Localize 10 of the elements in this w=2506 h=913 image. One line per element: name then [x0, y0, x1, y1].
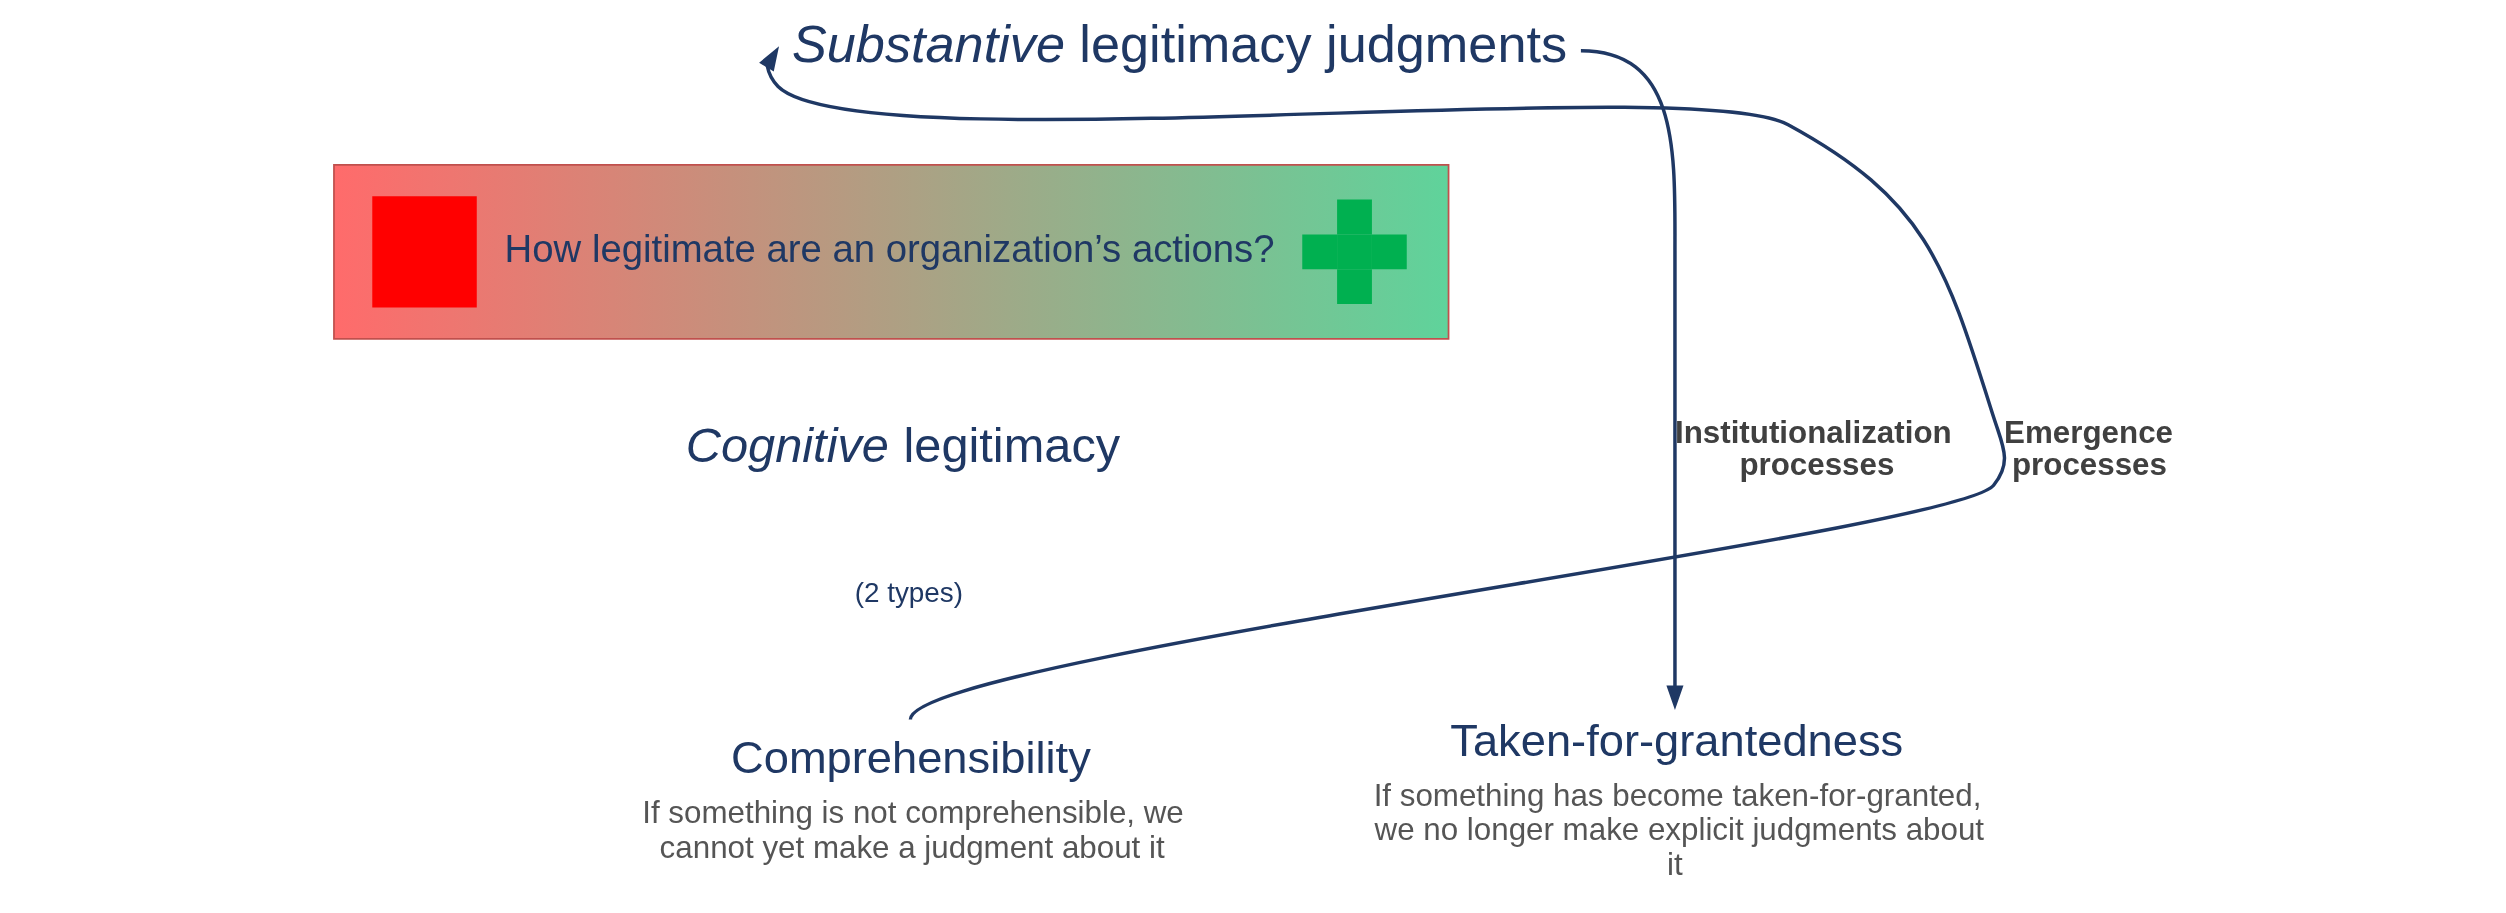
node-box: How legitimate are an organization’s actions? — [332, 163, 1449, 340]
edge-label: Institutionalization processes — [1674, 415, 1952, 482]
arrow — [1580, 49, 1683, 710]
node-text: Comprehensibility If something is not comprehensible, we cannot yet make a judgment about it — [641, 732, 1184, 865]
label: Cognitive legitimacy — [685, 417, 1120, 472]
label: (2 types) — [854, 576, 963, 608]
arrow — [758, 46, 2006, 721]
node-text: Taken-for-grantedness If something has become taken-for-granted, we no longer make explicit judgments about it — [1373, 714, 1984, 883]
node-text: Substantive legitimacy judgments — [791, 15, 1567, 74]
edge-label: Emergence processes — [2003, 415, 2173, 482]
